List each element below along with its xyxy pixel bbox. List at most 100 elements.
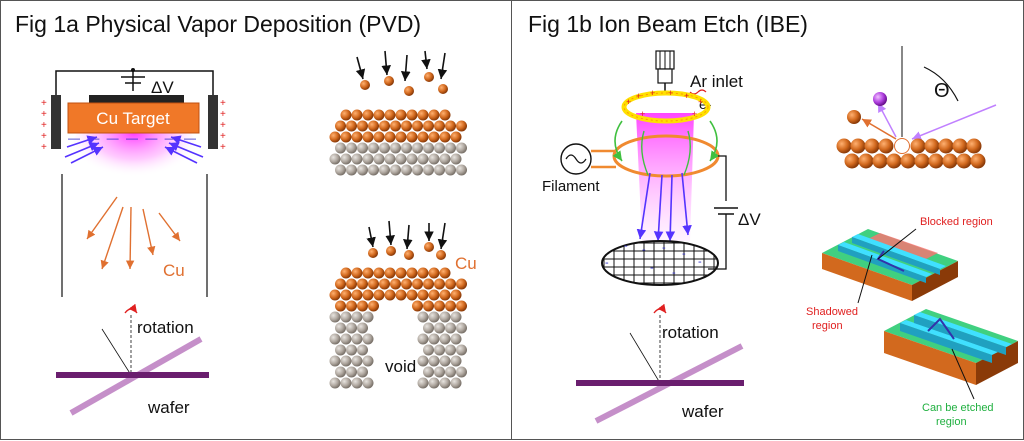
atom [340, 333, 352, 345]
ion-arrows-right [636, 172, 692, 242]
atom [335, 120, 346, 132]
ibe-wafer-label: wafer [681, 402, 724, 421]
atom [423, 366, 434, 378]
atom [401, 164, 412, 176]
atom [335, 300, 346, 312]
atom [362, 109, 374, 121]
atom [428, 131, 440, 143]
svg-text:-: - [698, 256, 702, 268]
atom [445, 366, 456, 378]
ibe-title: Fig 1b Ion Beam Etch (IBE) [528, 11, 808, 37]
atom [340, 355, 352, 367]
atom [357, 142, 368, 154]
atom [340, 377, 352, 389]
atom [878, 138, 894, 154]
atom [346, 164, 357, 176]
atom [966, 138, 982, 154]
atom [390, 120, 401, 132]
sputter-schematic [836, 46, 997, 169]
ibe-diagram: Ar inlet e- ++++ ++++ Filament ΔV [542, 46, 1018, 428]
atom [445, 142, 456, 154]
atom [417, 333, 429, 345]
atom [379, 278, 390, 290]
atom [395, 131, 407, 143]
atom [406, 131, 418, 143]
svg-text:+: + [41, 142, 47, 153]
pvd-title: Fig 1a Physical Vapor Deposition (PVD) [15, 11, 422, 37]
atom [335, 366, 346, 378]
atom [445, 322, 456, 334]
atom [456, 300, 467, 312]
atom [439, 377, 451, 389]
svg-text:-: - [650, 262, 654, 274]
svg-text:-: - [605, 257, 609, 269]
atom [390, 278, 401, 290]
atom [379, 120, 390, 132]
svg-text:+: + [41, 131, 47, 142]
etched-label-1: Can be etched [922, 402, 994, 414]
atom [362, 131, 374, 143]
atom [428, 333, 440, 345]
atom [423, 322, 434, 334]
pvd-rotation-label: rotation [137, 318, 194, 337]
atom [368, 120, 379, 132]
atom [368, 248, 378, 258]
etched-block [884, 309, 1018, 400]
svg-text:+: + [41, 98, 47, 109]
atom [456, 278, 467, 290]
rotation-icon [124, 303, 138, 314]
atom [412, 164, 423, 176]
shadowed-label-1: Shadowed [806, 306, 858, 318]
left-electrode [51, 95, 61, 149]
atom [351, 377, 363, 389]
svg-text:+: + [640, 109, 645, 119]
atom [928, 153, 944, 169]
pvd-cu-label-2: Cu [455, 254, 477, 273]
atom [384, 76, 394, 86]
atom [351, 311, 363, 323]
atom [329, 333, 341, 345]
blocked-label: Blocked region [920, 216, 993, 228]
atom [956, 153, 972, 169]
atom [368, 278, 379, 290]
atom [434, 278, 445, 290]
atom [434, 344, 445, 356]
atom [456, 120, 467, 132]
atom [395, 289, 407, 301]
svg-text:+: + [220, 109, 226, 120]
atom [329, 355, 341, 367]
atom [439, 131, 451, 143]
atom [423, 278, 434, 290]
atom [362, 267, 374, 279]
atom [456, 322, 467, 334]
atom [401, 278, 412, 290]
atom [417, 131, 429, 143]
atom [329, 153, 341, 165]
atom [450, 355, 462, 367]
atom [351, 131, 363, 143]
atom [938, 138, 954, 154]
atom [450, 311, 462, 323]
atom [373, 109, 385, 121]
atom [368, 164, 379, 176]
atom [412, 300, 423, 312]
atom [450, 131, 462, 143]
atom [445, 164, 456, 176]
atom [423, 164, 434, 176]
atom [386, 246, 396, 256]
atom [340, 153, 352, 165]
pvd-diagram: ΔV Cu Target — — — — — — — +++++ +++++ [41, 50, 477, 417]
atom [357, 120, 368, 132]
atom [329, 131, 341, 143]
atom [379, 164, 390, 176]
atom [346, 278, 357, 290]
atom [346, 142, 357, 154]
atom [351, 289, 363, 301]
svg-text:+: + [650, 88, 655, 98]
atom [340, 289, 352, 301]
atom [351, 153, 363, 165]
atom [423, 120, 434, 132]
atom [450, 333, 462, 345]
atom [357, 300, 368, 312]
atom [439, 153, 451, 165]
